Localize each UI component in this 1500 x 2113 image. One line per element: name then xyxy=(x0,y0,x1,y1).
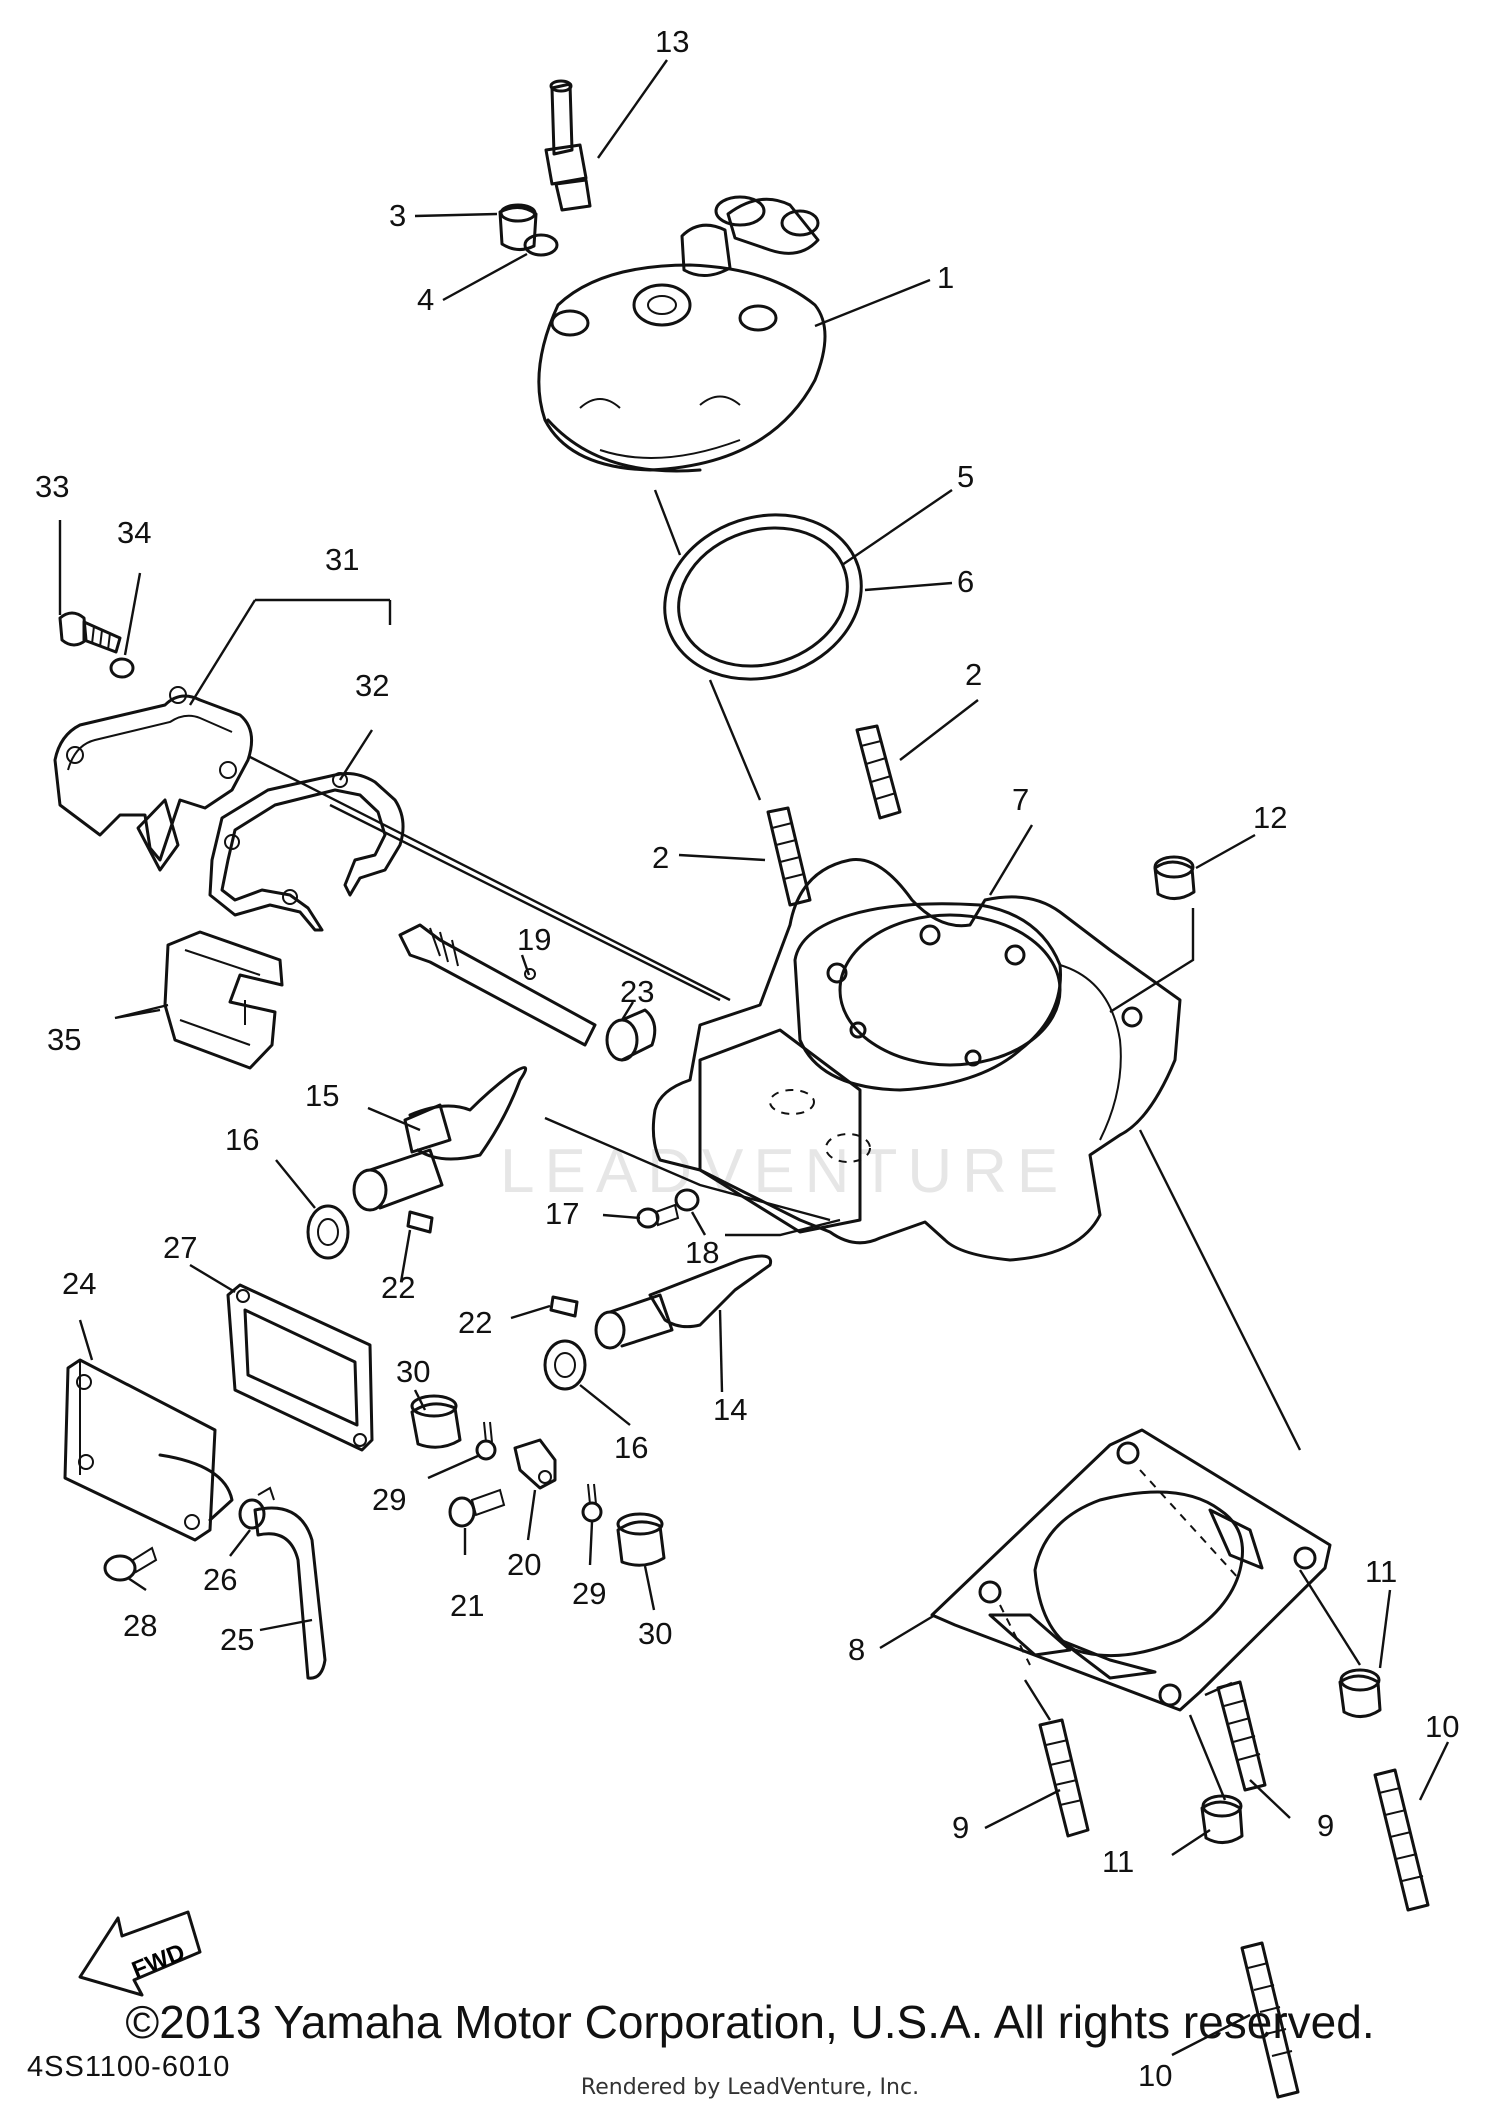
callout-4: 4 xyxy=(417,282,434,317)
cover-plate xyxy=(63,1358,234,1542)
stud-bolt xyxy=(1373,1768,1430,1912)
fwd-arrow-icon: FWD xyxy=(78,1910,202,1997)
callout-23: 23 xyxy=(620,974,654,1009)
screw xyxy=(636,1203,680,1229)
pin xyxy=(549,1295,579,1318)
head-gasket-rings xyxy=(663,513,863,681)
valve-cover xyxy=(53,686,254,872)
cylinder-nut xyxy=(1338,1668,1382,1718)
stud-bolt xyxy=(1038,1718,1090,1838)
washer xyxy=(109,657,135,679)
callout-25: 25 xyxy=(220,1622,254,1657)
callout-2: 2 xyxy=(652,840,669,875)
callout-15: 15 xyxy=(305,1078,339,1113)
stud-bolt xyxy=(1240,1941,1300,2099)
roller xyxy=(616,1512,666,1567)
callout-31: 31 xyxy=(325,542,359,577)
figure-code: 4SS1100-6010 xyxy=(27,2051,230,2083)
collar xyxy=(543,1339,587,1391)
callout-32: 32 xyxy=(355,668,389,703)
callout-19: 19 xyxy=(517,922,551,957)
callout-12: 12 xyxy=(1253,800,1287,835)
callout-29: 29 xyxy=(572,1576,606,1611)
callout-20: 20 xyxy=(507,1547,541,1582)
stud-bolt xyxy=(855,724,902,820)
callout-28: 28 xyxy=(123,1608,157,1643)
cover-gasket xyxy=(226,1283,374,1452)
roller xyxy=(410,1394,462,1449)
collar xyxy=(306,1204,350,1260)
clamp xyxy=(238,1486,275,1530)
callout-24: 24 xyxy=(62,1266,96,1301)
watermark: LEADVENTURE xyxy=(500,1137,1068,1206)
callout-5: 5 xyxy=(957,459,974,494)
bracket xyxy=(513,1438,557,1490)
washer xyxy=(523,233,559,257)
valve-cover-gasket xyxy=(208,772,405,932)
callout-9: 9 xyxy=(1317,1808,1334,1843)
callout-22: 22 xyxy=(458,1305,492,1340)
hose xyxy=(253,1506,327,1680)
callout-8: 8 xyxy=(848,1632,865,1667)
callout-34: 34 xyxy=(117,515,151,550)
bushing xyxy=(605,1008,657,1062)
head-bolt xyxy=(498,203,538,251)
callout-30: 30 xyxy=(638,1616,672,1651)
cylinder xyxy=(651,858,1182,1262)
callout-13: 13 xyxy=(655,24,689,59)
callout-16: 16 xyxy=(614,1430,648,1465)
callout-labels: 1 2 2 3 4 5 6 7 8 9 9 10 10 11 11 12 13 … xyxy=(35,24,1459,2093)
clip xyxy=(475,1421,497,1461)
callout-33: 33 xyxy=(35,469,69,504)
callout-16: 16 xyxy=(225,1122,259,1157)
callout-7: 7 xyxy=(1012,782,1029,817)
rendered-by-credit: Rendered by LeadVenture, Inc. xyxy=(580,2075,920,2100)
cylinder-head xyxy=(537,195,827,473)
cylinder-nut xyxy=(1200,1794,1244,1844)
clip xyxy=(581,1483,603,1523)
callout-1: 1 xyxy=(937,260,954,295)
callout-11: 11 xyxy=(1102,1844,1134,1879)
callout-11: 11 xyxy=(1365,1554,1397,1589)
callout-29: 29 xyxy=(372,1482,406,1517)
copyright-notice: ©2013 Yamaha Motor Corporation, U.S.A. A… xyxy=(125,1996,1375,2048)
cover-bolt xyxy=(58,611,122,654)
stud-bolt xyxy=(766,806,812,907)
callout-14: 14 xyxy=(713,1392,747,1427)
callout-3: 3 xyxy=(389,198,406,233)
spark-plug xyxy=(544,79,592,212)
screw xyxy=(103,1546,158,1582)
callout-26: 26 xyxy=(203,1562,237,1597)
washer xyxy=(674,1188,700,1212)
callout-9: 9 xyxy=(952,1810,969,1845)
pin xyxy=(406,1210,434,1234)
bolt xyxy=(448,1488,506,1528)
callout-10: 10 xyxy=(1425,1709,1459,1744)
leader-lines xyxy=(58,59,1450,2057)
exhaust-valve xyxy=(352,1066,528,1212)
base-gasket xyxy=(930,1428,1332,1712)
cylinder-nut xyxy=(1153,855,1196,900)
stud-bolt xyxy=(1216,1680,1267,1792)
callout-2: 2 xyxy=(965,657,982,692)
callout-21: 21 xyxy=(450,1588,484,1623)
exhaust-valve xyxy=(594,1254,773,1350)
callout-27: 27 xyxy=(163,1230,197,1265)
callout-18: 18 xyxy=(685,1235,719,1270)
callout-17: 17 xyxy=(545,1196,579,1231)
callout-30: 30 xyxy=(396,1354,430,1389)
callout-10: 10 xyxy=(1138,2058,1172,2093)
valve-shaft xyxy=(398,923,597,1047)
callout-35: 35 xyxy=(47,1022,81,1057)
callout-22: 22 xyxy=(381,1270,415,1305)
fwd-label: FWD xyxy=(128,1939,189,1985)
callout-6: 6 xyxy=(957,564,974,599)
valve-seal xyxy=(163,930,284,1070)
